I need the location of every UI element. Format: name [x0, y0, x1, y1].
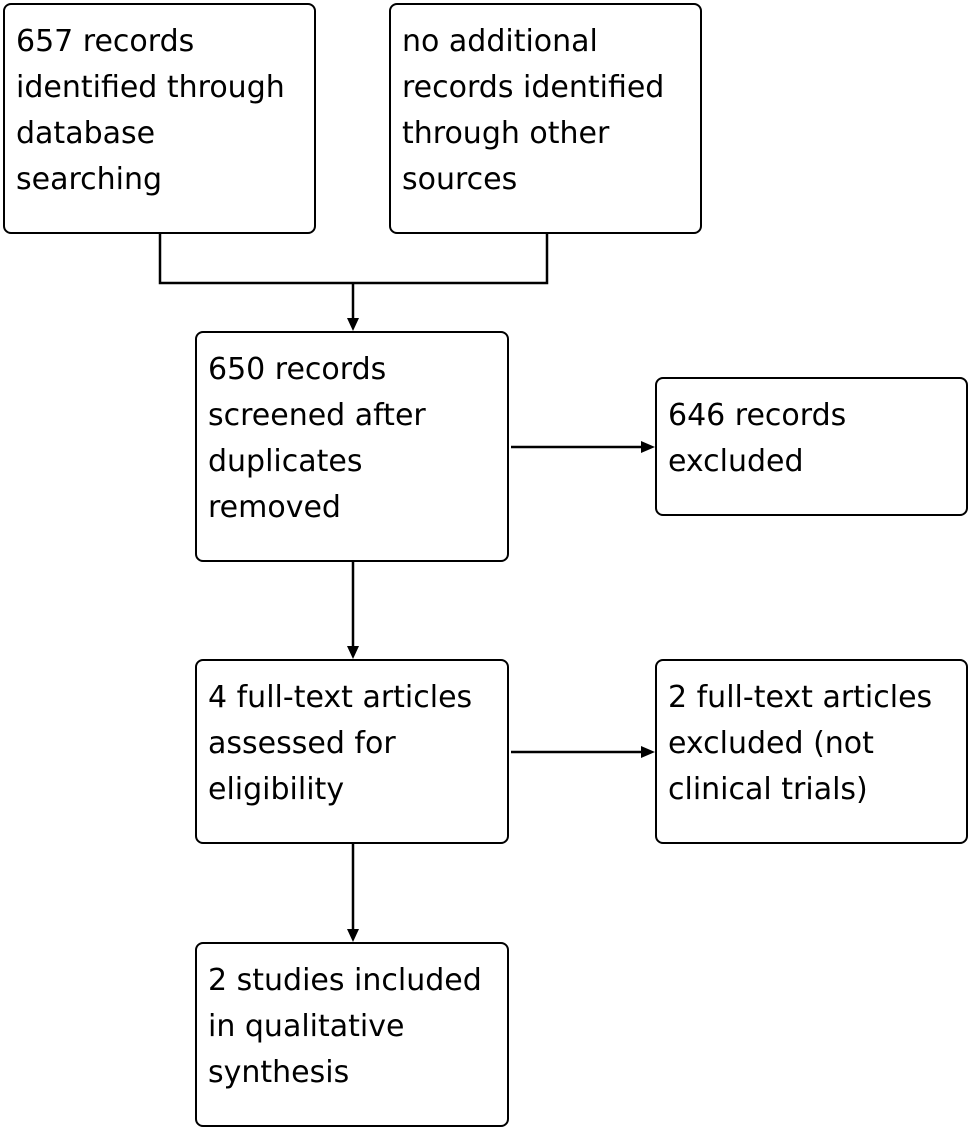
database-records-line: identified through — [16, 70, 285, 105]
fulltext-assessed-box: 4 full-text articles assessed for eligib… — [195, 659, 509, 844]
arrowhead-down-3 — [347, 929, 359, 942]
database-records-line: searching — [16, 162, 163, 197]
arrowhead-down-2 — [347, 646, 359, 659]
other-sources-line: no additional — [402, 24, 598, 59]
screened-records-line: 650 records — [208, 352, 387, 387]
excluded-records-box: 646 records excluded — [655, 377, 968, 516]
other-sources-line: sources — [402, 162, 518, 197]
other-sources-line: through other — [402, 116, 610, 151]
studies-included-line: in qualitative — [208, 1009, 405, 1044]
arrowhead-right-1 — [641, 441, 655, 453]
screened-records-line: removed — [208, 490, 341, 525]
fulltext-excluded-line: excluded (not — [668, 726, 874, 761]
excluded-records-line: excluded — [668, 444, 804, 479]
fulltext-assessed-line: eligibility — [208, 772, 345, 807]
other-sources-box: no additional records identified through… — [389, 3, 702, 234]
studies-included-line: 2 studies included — [208, 963, 482, 998]
fulltext-assessed-line: 4 full-text articles — [208, 680, 473, 715]
fulltext-excluded-line: clinical trials) — [668, 772, 868, 807]
studies-included-line: synthesis — [208, 1055, 350, 1090]
database-records-line: database — [16, 116, 156, 151]
other-sources-line: records identified — [402, 70, 665, 105]
fulltext-excluded-line: 2 full-text articles — [668, 680, 933, 715]
fulltext-excluded-box: 2 full-text articles excluded (not clini… — [655, 659, 968, 844]
arrowhead-right-2 — [641, 746, 655, 758]
merge-connector — [158, 234, 549, 285]
studies-included-box: 2 studies included in qualitative synthe… — [195, 942, 509, 1127]
fulltext-assessed-line: assessed for — [208, 726, 396, 761]
database-records-line: 657 records — [16, 24, 195, 59]
excluded-records-line: 646 records — [668, 398, 847, 433]
database-records-box: 657 records identified through database … — [3, 3, 316, 234]
screened-records-line: duplicates — [208, 444, 363, 479]
screened-records-box: 650 records screened after duplicates re… — [195, 331, 509, 562]
screened-records-line: screened after — [208, 398, 426, 433]
arrowhead-down-1 — [347, 318, 359, 331]
